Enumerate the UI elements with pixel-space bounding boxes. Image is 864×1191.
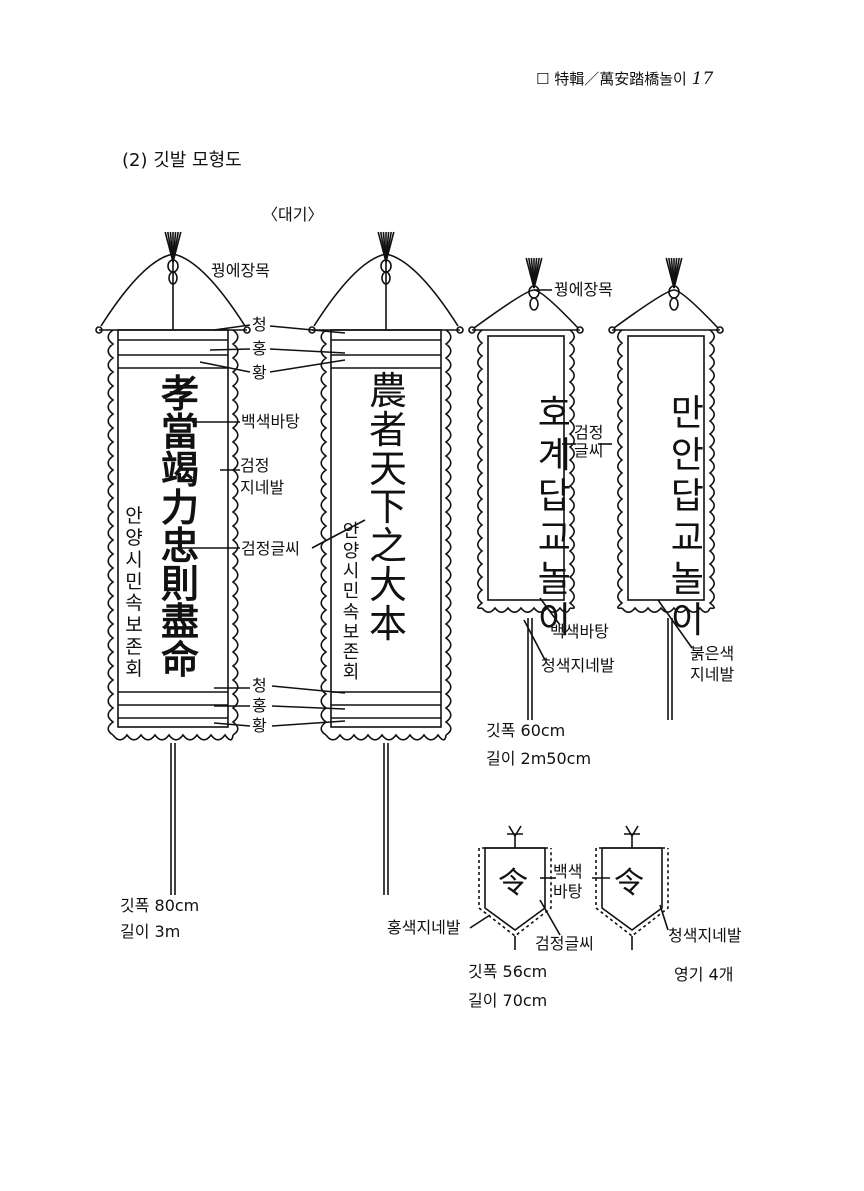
leader-yg-red bbox=[469, 914, 491, 929]
hogye-flag-tassel-bead bbox=[529, 297, 539, 311]
manan-flag-bar-end-left bbox=[608, 326, 616, 334]
middle-feather-label: 꿩에장목 bbox=[554, 280, 613, 299]
leader-yg-black bbox=[539, 899, 561, 936]
yeonggi-white-bg-label: 백색 바탕 bbox=[553, 862, 583, 901]
hogye-flag-text-content: 호계 답교놀이 bbox=[537, 393, 571, 642]
daegi-cheong2-label: 청 bbox=[252, 676, 267, 695]
leader-hong2-r bbox=[271, 705, 346, 710]
daegi-hong-label: 홍 bbox=[252, 339, 267, 358]
leader-hong bbox=[209, 348, 251, 351]
manan-flag-text-content: 만안 답교놀이 bbox=[670, 393, 704, 642]
leader-cheong2-r bbox=[271, 685, 346, 694]
leader-black-text-r bbox=[311, 519, 366, 549]
daegi-flag1-fringe-right bbox=[231, 329, 239, 736]
daegi-flag1-inner-border bbox=[117, 329, 229, 728]
daegi-flag2-inner-border bbox=[330, 329, 442, 728]
manan-flag-tassel-strand bbox=[673, 257, 683, 289]
leader-mid-white bbox=[539, 597, 561, 626]
middle-white-bg-label: 백색바탕 bbox=[550, 622, 609, 641]
daegi-length: 길이 3m bbox=[120, 922, 181, 941]
leader-cheong-r bbox=[269, 325, 346, 334]
daegi-flag2-fringe-left bbox=[320, 329, 328, 736]
daegi-cheong-label: 청 bbox=[252, 315, 267, 334]
daegi-black-fringe-label: 검정 지네발 bbox=[240, 456, 285, 497]
daegi-width: 깃폭 80cm bbox=[120, 896, 200, 915]
daegi-title: 〈대기〉 bbox=[262, 205, 324, 224]
leader-mid-blue bbox=[523, 619, 546, 661]
daegi-flag1-fringe-left bbox=[107, 329, 115, 736]
running-header: ☐ 特輯／萬安踏橋놀이 17 bbox=[536, 68, 713, 89]
daegi-flag1-fringe-bottom bbox=[112, 733, 234, 741]
daegi-flag1-bar-end-left bbox=[95, 326, 103, 334]
manan-flag-inner-border bbox=[627, 335, 705, 601]
section-title: (2) 깃발 모형도 bbox=[122, 150, 242, 171]
hogye-flag-arch bbox=[473, 289, 579, 329]
daegi-flag2-fringe-right bbox=[444, 329, 452, 736]
leader-hwang2-r bbox=[271, 720, 346, 727]
leader-hwang bbox=[199, 361, 251, 373]
yeonggi1-finial bbox=[507, 825, 523, 838]
leader-cheong bbox=[213, 324, 251, 331]
yeonggi2-finial bbox=[624, 825, 640, 838]
leader-hwang-r bbox=[269, 359, 346, 373]
leader-yg-blue bbox=[659, 904, 669, 931]
manan-flag-text: 만안 답교놀이 bbox=[641, 352, 704, 642]
hogye-flag-tassel-strand bbox=[533, 257, 543, 289]
daegi-flag2-tassel-strand bbox=[385, 231, 395, 263]
header-box: ☐ bbox=[536, 70, 550, 88]
flag1-org-text: 안양시민속보존회 bbox=[121, 505, 147, 681]
daegi-black-text-label: 검정글씨 bbox=[241, 539, 300, 558]
yeonggi-blue-fringe-label: 청색지네발 bbox=[668, 926, 742, 945]
manan-flag-fringe-left bbox=[617, 329, 624, 610]
hogye-flag-fringe-bottom bbox=[481, 606, 571, 613]
yeonggi-red-fringe-label: 홍색지네발 bbox=[387, 918, 461, 937]
yeonggi-width: 깃폭 56cm bbox=[468, 962, 548, 981]
manan-flag-tassel-bead bbox=[669, 297, 679, 311]
hogye-flag-bar-end-right bbox=[576, 326, 584, 334]
daegi-flag2-bar-end-right bbox=[456, 326, 464, 334]
middle-red-fringe-label: 붉은색 지네발 bbox=[690, 644, 735, 684]
daegi-flag2-fringe-bottom bbox=[325, 733, 447, 741]
daegi-hong2-label: 홍 bbox=[252, 696, 267, 715]
flag2-main-text-content: 農者天下之大本 bbox=[369, 369, 408, 646]
yeonggi2-char: 令 bbox=[614, 866, 644, 901]
page-number: 17 bbox=[691, 69, 714, 89]
middle-blue-fringe-label: 청색지네발 bbox=[541, 656, 615, 675]
manan-flag-arch bbox=[613, 289, 719, 329]
flag1-main-text: 孝當竭力忠則盡命 bbox=[146, 375, 214, 679]
hogye-flag-inner-border bbox=[487, 335, 565, 601]
yeonggi-black-text-label: 검정글씨 bbox=[535, 934, 594, 953]
flag2-org-text: 안양시 민속보존회 bbox=[338, 521, 366, 684]
middle-black-text-label: 검정 글씨 bbox=[574, 423, 604, 460]
manan-flag-bar-end-right bbox=[716, 326, 724, 334]
middle-width: 깃폭 60cm bbox=[486, 721, 566, 740]
flag2-main-text: 農者天下之大本 bbox=[362, 372, 414, 643]
header-text: 特輯／萬安踏橋놀이 bbox=[554, 70, 687, 88]
leader-mid-red bbox=[657, 599, 693, 649]
daegi-flag1-tassel-strand bbox=[172, 231, 182, 263]
manan-flag-fringe-right bbox=[708, 329, 715, 610]
yeonggi-count: 영기 4개 bbox=[674, 965, 734, 984]
yeonggi1-char: 令 bbox=[498, 866, 528, 901]
hogye-flag-bar-end-left bbox=[468, 326, 476, 334]
leader-hong-r bbox=[269, 348, 346, 354]
middle-length: 길이 2m50cm bbox=[486, 749, 592, 768]
daegi-flag1-bar-end-right bbox=[243, 326, 251, 334]
leader-hwang2 bbox=[213, 722, 251, 727]
daegi-feather-label: 꿩에장목 bbox=[211, 261, 270, 280]
hogye-flag-fringe-left bbox=[477, 329, 484, 610]
daegi-hwang2-label: 황 bbox=[252, 716, 267, 735]
daegi-white-bg-label: 백색바탕 bbox=[241, 412, 300, 431]
daegi-hwang-label: 황 bbox=[252, 363, 267, 382]
hogye-flag-text: 호계 답교놀이 bbox=[508, 352, 571, 642]
hogye-flag-fringe-right bbox=[568, 329, 575, 610]
flag1-org-text-content: 안양시민속보존회 bbox=[125, 505, 143, 680]
flag1-main-text-content: 孝當竭力忠則盡命 bbox=[161, 371, 200, 682]
flag2-org-text-content: 안양시 민속보존회 bbox=[342, 521, 366, 684]
yeonggi-length: 길이 70cm bbox=[468, 991, 548, 1010]
